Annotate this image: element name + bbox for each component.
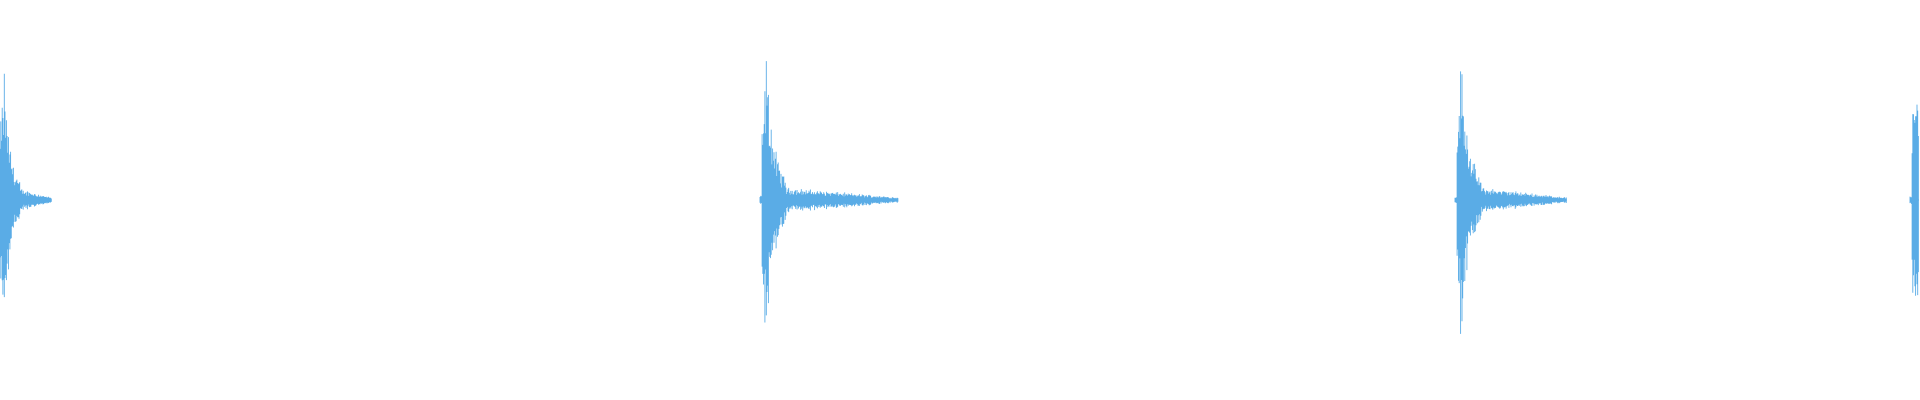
waveform-transient-1 xyxy=(0,73,52,298)
waveform-transient-2 xyxy=(759,61,899,323)
waveform-peaks xyxy=(0,61,1919,334)
waveform-transient-3 xyxy=(1454,71,1567,334)
